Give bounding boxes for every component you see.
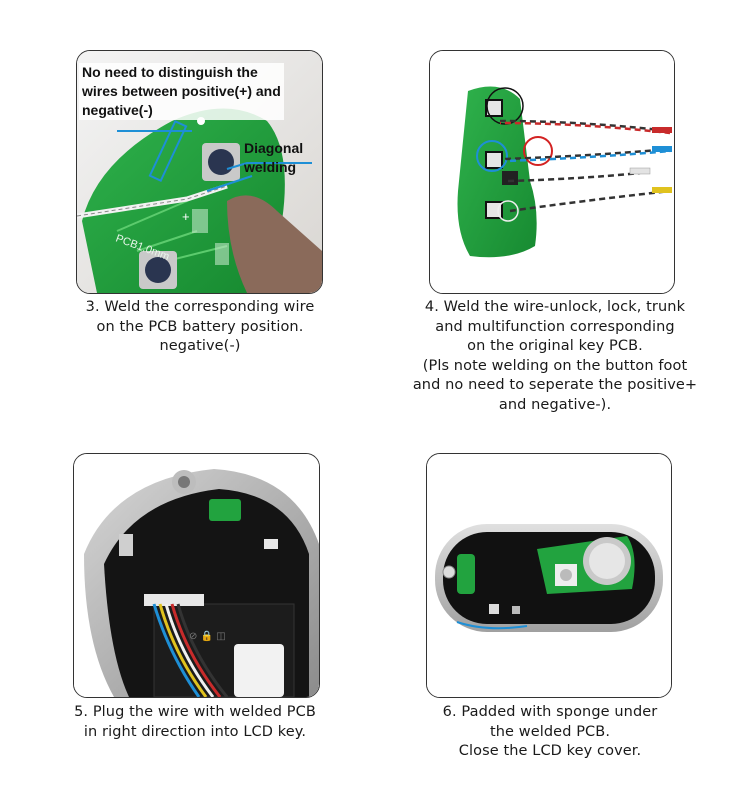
step5-caption: 5. Plug the wire with welded PCB in righ… <box>74 704 316 740</box>
svg-text:+: + <box>182 209 190 224</box>
step3-image-panel: PCB1.0mm + No need to distinguish the wi… <box>76 50 323 294</box>
step6-image-panel <box>426 453 672 698</box>
step4-image-panel <box>429 50 675 294</box>
step6-caption: 6. Padded with sponge under the welded P… <box>442 704 658 759</box>
step4-caption: 4. Weld the wire-unlock, lock, trunk and… <box>412 299 698 413</box>
step6-closed-key-photo <box>427 454 671 697</box>
step5-lcd-key-plug-photo: ⊘ 🔒 ◫ <box>74 454 319 697</box>
step4-pcb-wires-photo <box>430 51 674 293</box>
no-distinguish-callout: No need to distinguish the wires between… <box>79 63 284 120</box>
diagonal-welding-callout: Diagonal welding <box>244 140 304 175</box>
step5-image-panel: ⊘ 🔒 ◫ <box>73 453 320 698</box>
step3-caption: 3. Weld the corresponding wire on the PC… <box>85 299 315 354</box>
svg-text:⊘ 🔒 ◫: ⊘ 🔒 ◫ <box>189 630 226 642</box>
